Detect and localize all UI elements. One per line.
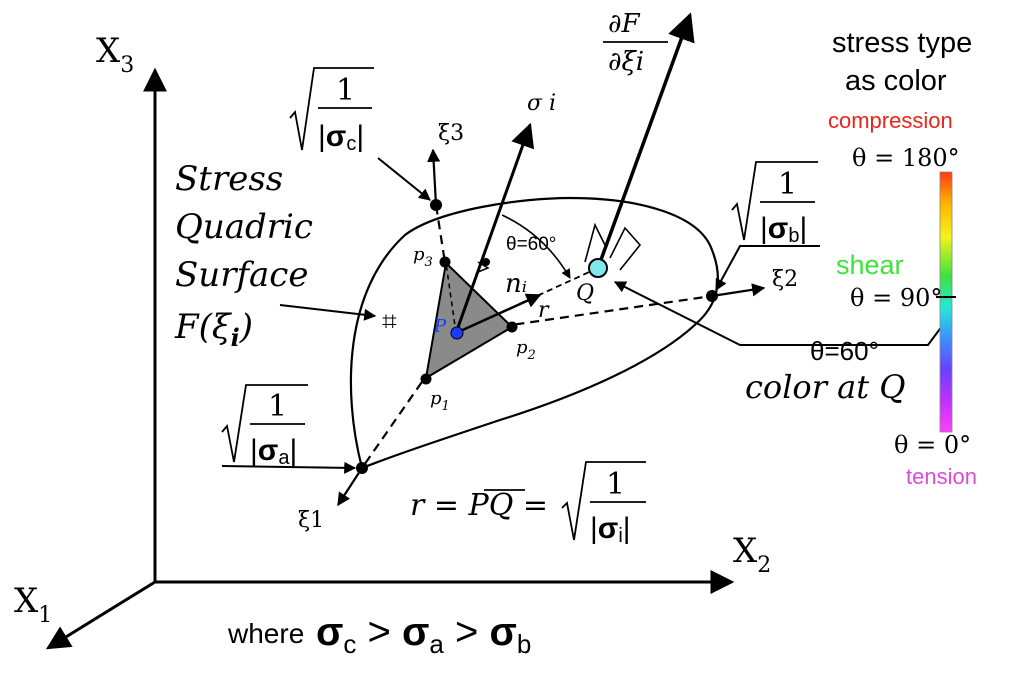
tetrahedron-face <box>424 260 514 380</box>
legend-title-line2: as color <box>845 65 947 97</box>
xi3-arrow <box>427 148 441 206</box>
sqrt-c-one: 1 <box>336 73 355 108</box>
n-i-label: nᵢ <box>505 269 527 299</box>
sqrt-b-one: 1 <box>778 167 797 202</box>
stress-quadric-label: Stress Quadric Surface F(ξi) <box>174 159 313 352</box>
sqrt-b-leader <box>715 245 820 292</box>
sqrt-b-abs-right: | <box>799 212 807 245</box>
sqrt-a-leader <box>221 461 357 474</box>
xi3-label: ξ3 <box>438 121 464 146</box>
legend-tension-label: tension <box>906 464 977 489</box>
gradient-numerator: ∂F <box>608 9 640 39</box>
sigma-i-label: σ i <box>527 91 556 116</box>
color-at-q-leader <box>613 281 946 346</box>
legend-compression-label: compression <box>828 108 953 133</box>
color-at-q-label: color at Q <box>745 368 906 406</box>
stress-label-line4: F(ξi) <box>174 307 253 352</box>
sqrt-c-abs-right: | <box>356 120 364 153</box>
sqrt-c-expression: 1 |σc| <box>289 67 374 155</box>
sigma-inequality: σc > σa > σb <box>316 610 531 662</box>
sqrt-c-leader <box>377 157 431 201</box>
point-p1-label: p1 <box>430 388 450 414</box>
point-p1-dot <box>420 373 432 385</box>
legend-title-line1: stress type <box>832 27 972 59</box>
n-i-tick <box>477 261 490 273</box>
stress-label-line1: Stress <box>175 159 283 199</box>
sigma-i-vector <box>454 122 535 334</box>
sqrt-b-denominator: |σb| <box>760 212 807 247</box>
xi2-dashed-line <box>455 294 713 335</box>
principal-axes <box>337 148 766 507</box>
x1-axis-label: X1 <box>14 581 52 628</box>
xi2-label: ξ2 <box>772 267 798 292</box>
r-formula-denominator: |σi| <box>590 512 631 547</box>
tangent-plane-sketch <box>584 222 642 271</box>
inequality-caption: where σc > σa > σb <box>227 610 531 662</box>
point-xi2-surface <box>706 290 718 302</box>
sqrt-c-denominator: |σc| <box>318 120 364 155</box>
x1-axis <box>45 580 156 650</box>
point-p-label: P <box>433 316 447 337</box>
gradient-fraction: ∂F ∂ξi <box>603 9 668 77</box>
where-label: where <box>227 618 304 649</box>
hash-mark-label: ⌗ <box>382 307 397 337</box>
point-p3-label: p3 <box>413 244 433 270</box>
r-label: r <box>538 298 550 323</box>
legend-theta-90: θ = 90° <box>850 284 942 312</box>
legend-shear-label: shear <box>836 250 904 280</box>
r-formula-radical <box>561 461 646 541</box>
x3-axis-label: X3 <box>96 31 134 78</box>
xi1-arrow <box>337 467 363 507</box>
point-p3-dot <box>439 256 451 268</box>
point-p <box>450 326 464 340</box>
r-formula-text: r = PQ = <box>410 488 548 523</box>
sqrt-c-abs-left: | <box>318 120 326 153</box>
r-line <box>455 267 599 334</box>
coordinate-axes <box>45 67 735 650</box>
sqrt-a-radical <box>221 384 308 463</box>
angle-arc-60 <box>501 214 571 279</box>
legend-theta-0: θ = 0° <box>894 431 971 459</box>
point-q <box>588 258 608 278</box>
sqrt-c-radical <box>289 67 374 151</box>
point-xi3-surface <box>430 199 442 211</box>
r-formula-abs-left: | <box>590 512 598 545</box>
point-n-mid <box>482 258 490 266</box>
stress-label-line2: Quadric <box>175 207 313 247</box>
sqrt-a-abs-right: | <box>289 434 297 467</box>
xi1-label: ξ1 <box>298 508 324 533</box>
stress-label-line3: Surface <box>175 255 308 295</box>
triangle-edge-p3 <box>445 262 457 334</box>
quadric-label-leader <box>279 304 377 321</box>
xi1-dashed-line <box>361 332 457 469</box>
sqrt-a-denominator: |σa| <box>250 434 297 469</box>
stress-color-legend: stress type as color compression θ = 180… <box>828 27 977 489</box>
r-formula: r = PQ = 1 |σi| <box>410 461 646 547</box>
sqrt-a-abs-left: | <box>250 434 258 467</box>
r-formula-abs-right: | <box>623 512 631 545</box>
xi2-arrow <box>711 283 766 298</box>
legend-color-bar <box>939 171 953 433</box>
theta-60-top-label: θ=60° <box>506 234 556 255</box>
point-q-label: Q <box>576 281 594 306</box>
point-xi1-surface <box>356 462 368 474</box>
legend-theta-180: θ = 180° <box>852 144 960 172</box>
point-p2-dot <box>506 321 518 333</box>
sqrt-a-expression: 1 |σa| <box>221 384 308 469</box>
stress-quadric-surface <box>349 196 719 470</box>
sqrt-b-radical <box>731 161 818 241</box>
sqrt-b-expression: 1 |σb| <box>731 161 818 247</box>
theta-60-right-label: θ=60° <box>810 336 879 366</box>
point-p2-label: p2 <box>516 337 536 363</box>
sqrt-b-abs-left: | <box>760 212 768 245</box>
r-formula-one: 1 <box>606 467 625 502</box>
sqrt-a-one: 1 <box>268 389 287 424</box>
gradient-vector <box>596 12 695 269</box>
x2-axis-label: X2 <box>733 531 771 578</box>
gradient-denominator: ∂ξi <box>608 47 644 77</box>
